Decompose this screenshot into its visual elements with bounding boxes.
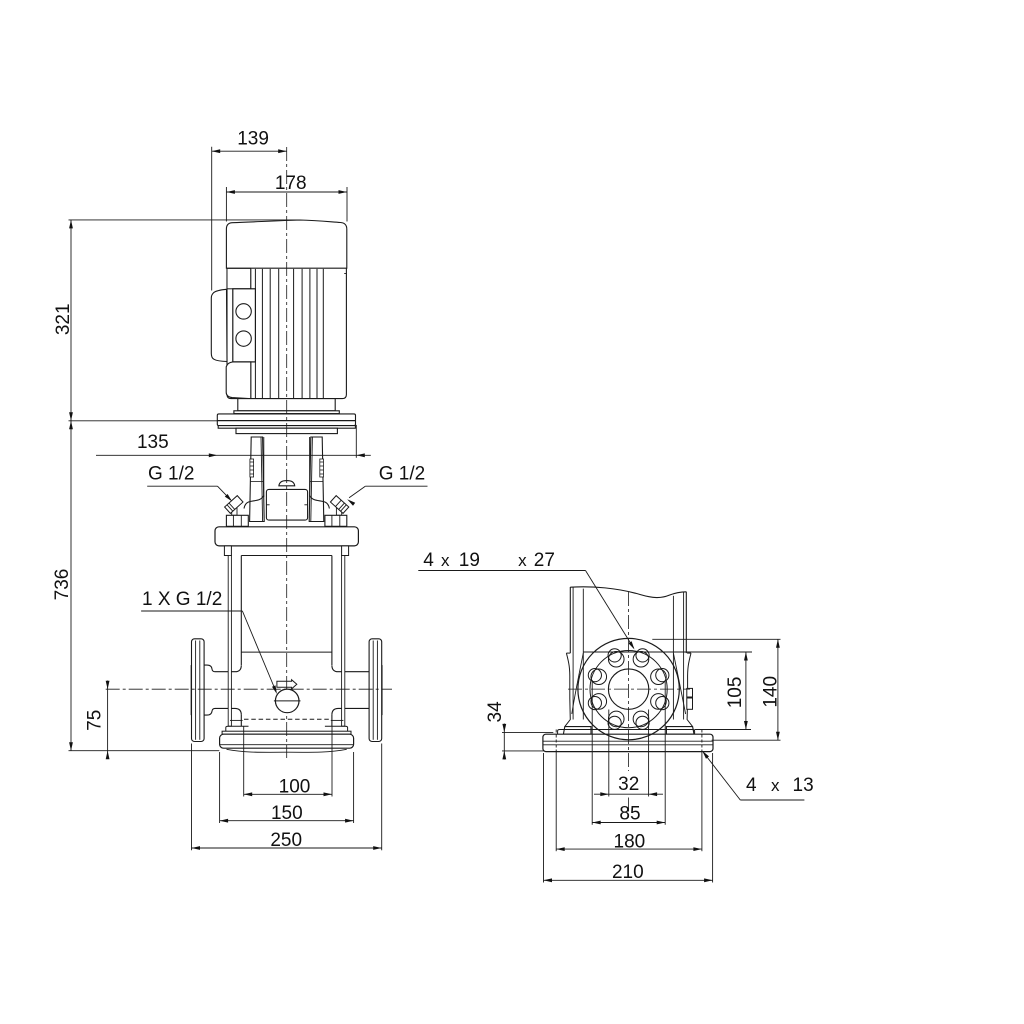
svg-text:19: 19 xyxy=(459,550,480,571)
svg-text:85: 85 xyxy=(619,804,640,825)
svg-text:140: 140 xyxy=(761,676,782,708)
svg-text:250: 250 xyxy=(270,830,302,851)
svg-text:135: 135 xyxy=(137,432,169,453)
svg-text:x: x xyxy=(771,776,780,795)
svg-text:321: 321 xyxy=(53,303,74,335)
svg-text:150: 150 xyxy=(271,803,303,824)
svg-text:180: 180 xyxy=(614,831,646,852)
svg-text:x: x xyxy=(518,551,527,570)
svg-text:32: 32 xyxy=(618,774,639,795)
svg-text:G 1/2: G 1/2 xyxy=(379,464,425,485)
svg-text:178: 178 xyxy=(275,173,307,194)
svg-text:75: 75 xyxy=(85,710,106,731)
svg-text:4: 4 xyxy=(423,550,434,571)
svg-text:100: 100 xyxy=(279,777,311,798)
svg-text:4: 4 xyxy=(746,775,757,796)
svg-text:210: 210 xyxy=(612,862,644,883)
svg-text:1 X G 1/2: 1 X G 1/2 xyxy=(142,589,222,610)
svg-text:736: 736 xyxy=(52,569,73,601)
svg-text:139: 139 xyxy=(237,129,269,150)
svg-text:G 1/2: G 1/2 xyxy=(148,464,194,485)
svg-text:x: x xyxy=(441,551,450,570)
svg-text:13: 13 xyxy=(793,775,814,796)
svg-text:34: 34 xyxy=(485,701,506,723)
svg-text:105: 105 xyxy=(725,677,746,709)
svg-text:27: 27 xyxy=(534,550,555,571)
